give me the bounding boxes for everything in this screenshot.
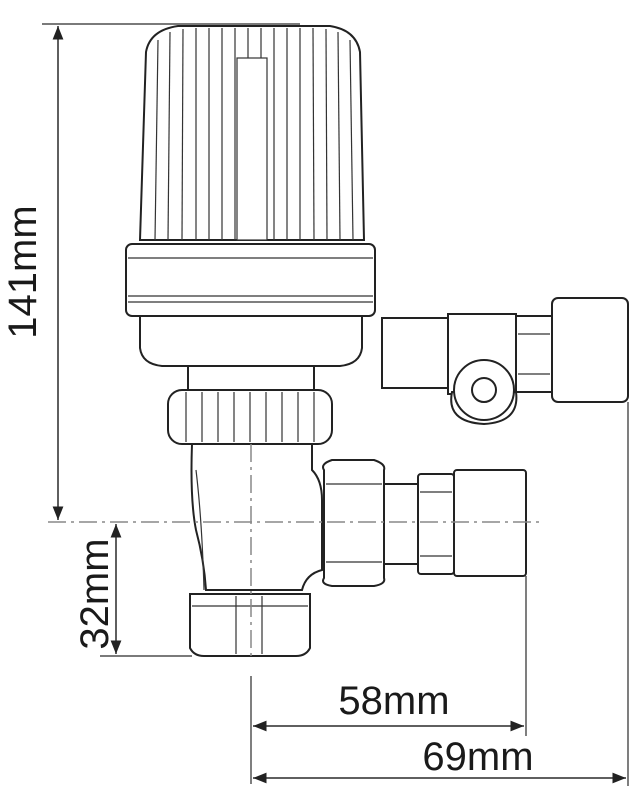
knurled-nut bbox=[167, 389, 333, 445]
collar-band bbox=[125, 243, 376, 317]
dimension-32mm: 32mm bbox=[73, 524, 192, 657]
valve-body bbox=[190, 443, 323, 591]
dim-label-141mm: 141mm bbox=[1, 205, 45, 338]
dimension-141mm: 141mm bbox=[1, 23, 300, 520]
detached-fitting bbox=[381, 297, 629, 426]
bottom-union-nut bbox=[189, 593, 311, 657]
thermostatic-head bbox=[138, 25, 366, 241]
neck bbox=[187, 365, 315, 393]
dim-label-58mm: 58mm bbox=[338, 679, 449, 723]
dimension-69mm: 69mm bbox=[253, 402, 629, 786]
side-union bbox=[322, 459, 527, 587]
dim-label-32mm: 32mm bbox=[73, 538, 117, 649]
dimension-58mm: 58mm bbox=[250, 576, 527, 784]
head-ribs bbox=[154, 27, 354, 241]
dim-label-69mm: 69mm bbox=[422, 735, 533, 779]
head-base bbox=[139, 315, 363, 367]
